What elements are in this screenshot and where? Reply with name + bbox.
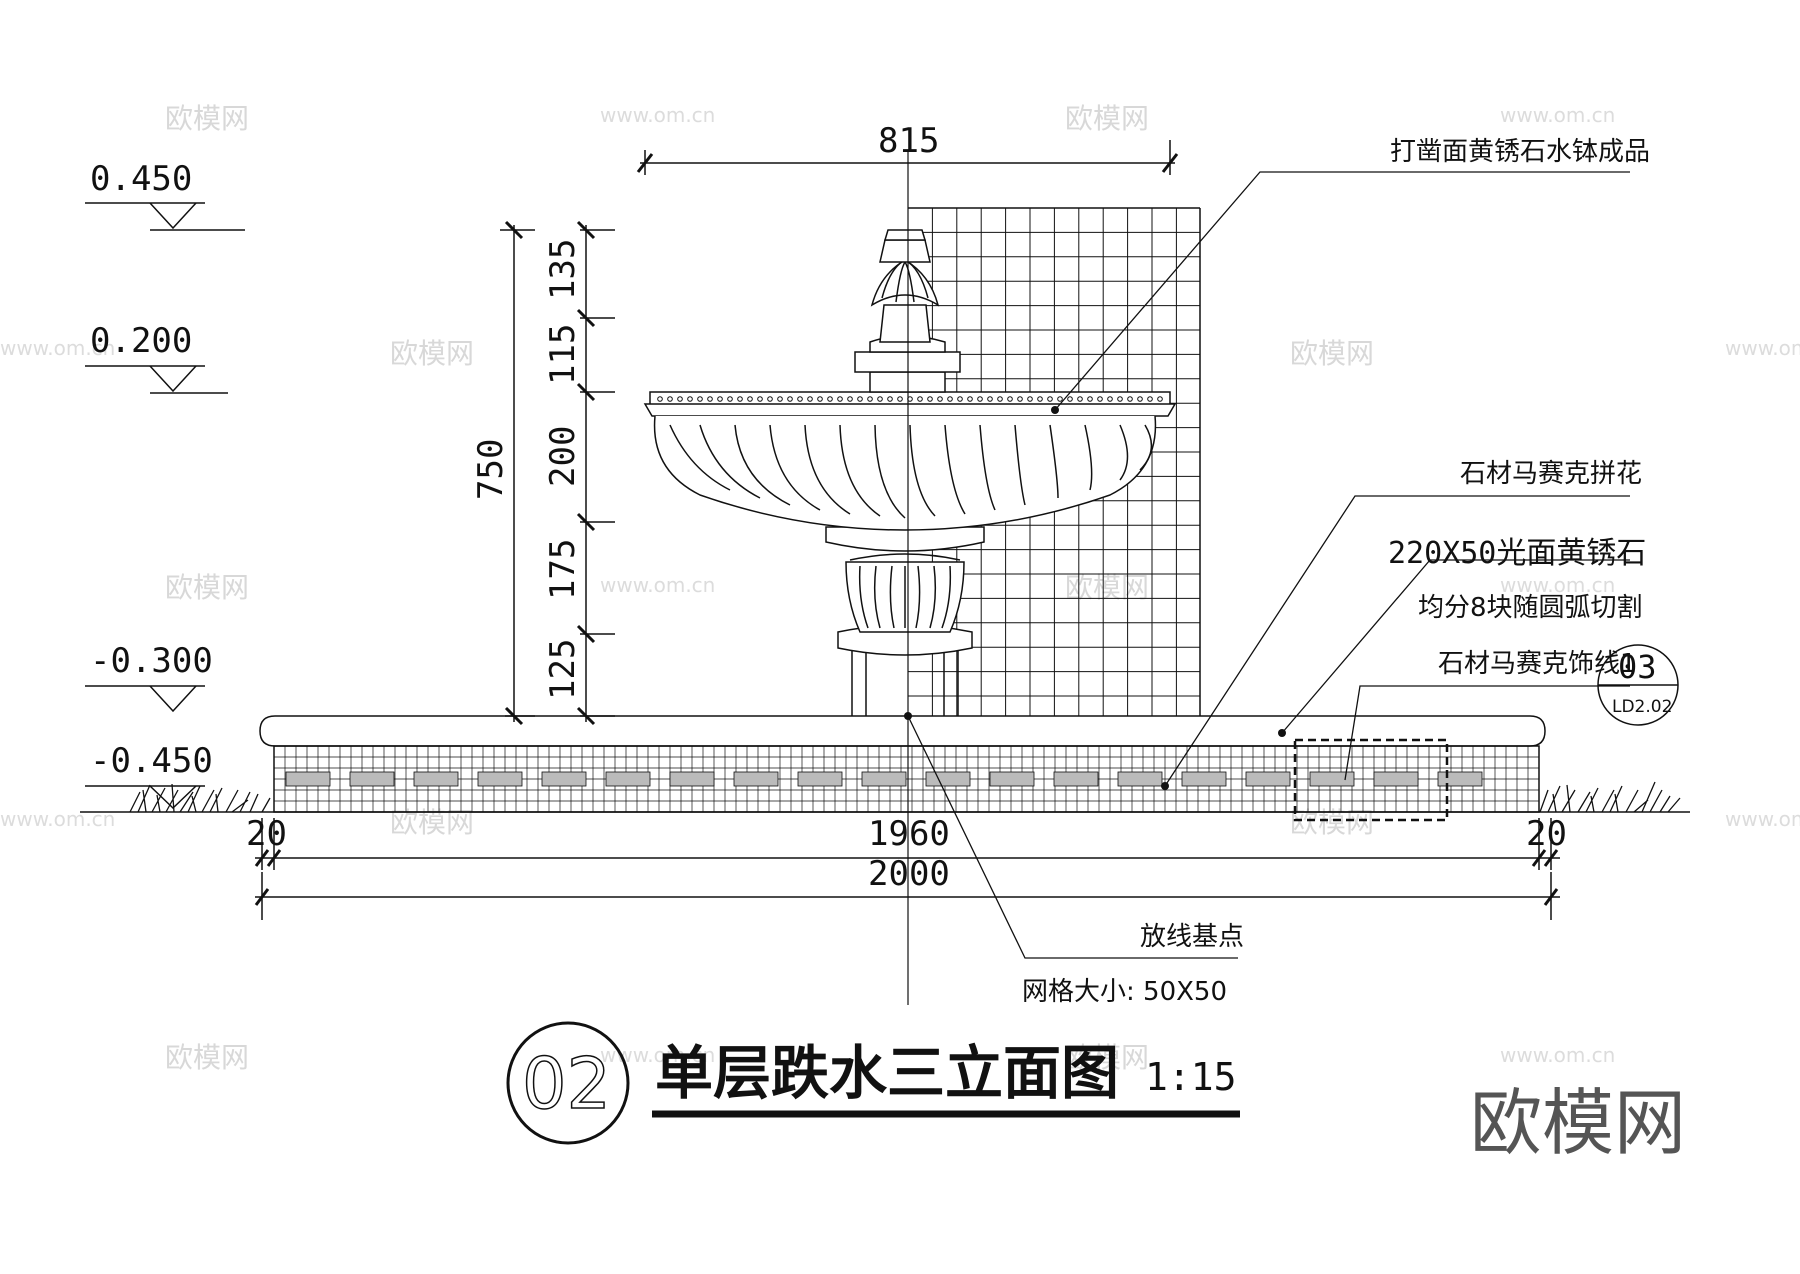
watermark-url: www.om.cn bbox=[1725, 336, 1800, 360]
dim-segment: 175 bbox=[543, 539, 583, 600]
detail-callout-box bbox=[1293, 738, 1449, 822]
level-label: -0.450 bbox=[90, 741, 213, 781]
grass-right bbox=[1539, 781, 1681, 813]
watermark-url: www.om.cn bbox=[600, 573, 715, 597]
title-scale: 1:15 bbox=[1145, 1055, 1237, 1099]
level-marker: -0.300 bbox=[85, 641, 213, 713]
fountain-base bbox=[259, 715, 1546, 822]
detail-number: 03 bbox=[1618, 648, 1657, 686]
dim-total-width: 2000 bbox=[868, 854, 950, 894]
grass-left bbox=[129, 783, 271, 813]
note-bowl: 打凿面黄锈石水钵成品 bbox=[1390, 137, 1650, 167]
fountain-column bbox=[851, 647, 959, 716]
dimensions bbox=[254, 140, 1560, 920]
note-base-point: 放线基点 bbox=[1140, 922, 1244, 952]
title-block: 02 单层跌水三立面图 1:15 bbox=[506, 1021, 1240, 1145]
watermark: 欧模网 bbox=[1290, 806, 1374, 839]
dim-segment: 115 bbox=[543, 324, 583, 385]
watermark: 欧模网 bbox=[1065, 571, 1149, 604]
watermark-url: www.om.cn bbox=[0, 336, 115, 360]
level-marker: 0.200 bbox=[85, 321, 228, 394]
dim-total-height: 750 bbox=[471, 439, 511, 500]
leader-dots bbox=[904, 406, 1286, 790]
watermark: 欧模网 bbox=[1065, 1041, 1149, 1074]
watermark: 欧模网 bbox=[390, 337, 474, 370]
watermark-url: www.om.cn bbox=[600, 103, 715, 127]
dim-segment: 135 bbox=[543, 239, 583, 300]
annotations: 打凿面黄锈石水钵成品 石材马赛克拼花 220X50光面黄锈石 均分8块随圆弧切割… bbox=[1022, 137, 1650, 1007]
watermark: 欧模网 bbox=[1065, 102, 1149, 135]
watermark-url: www.om.cn bbox=[0, 807, 115, 831]
dim-edge-right: 20 bbox=[1526, 814, 1567, 854]
brand-mark: 欧模网 bbox=[1470, 1081, 1686, 1165]
title-text: 单层跌水三立面图 bbox=[655, 1039, 1119, 1107]
note-mosaic-line: 石材马赛克饰线1 bbox=[1438, 649, 1637, 679]
level-label: 0.450 bbox=[90, 159, 192, 199]
mosaic-grid bbox=[273, 745, 1540, 813]
note-mosaic: 石材马赛克拼花 bbox=[1460, 459, 1642, 489]
watermark-url: www.om.cn bbox=[1725, 807, 1800, 831]
watermark: 欧模网 bbox=[390, 806, 474, 839]
dim-segment: 125 bbox=[543, 639, 583, 700]
leaders bbox=[907, 171, 1630, 959]
title-number: 02 bbox=[522, 1043, 611, 1125]
watermark-url: www.om.cn bbox=[600, 1043, 715, 1067]
detail-reference: 03 LD2.02 bbox=[1597, 644, 1679, 726]
detail-sheet: LD2.02 bbox=[1612, 697, 1672, 717]
level-label: 0.200 bbox=[90, 321, 192, 361]
watermark-url: www.om.cn bbox=[1500, 573, 1615, 597]
dim-segment: 200 bbox=[543, 426, 583, 487]
watermark: 欧模网 bbox=[165, 571, 249, 604]
dim-top-width: 815 bbox=[878, 121, 939, 161]
fountain bbox=[643, 229, 1177, 716]
level-markers: 0.450 0.200 -0.300 -0.450 bbox=[85, 159, 245, 810]
note-stone-spec: 220X50光面黄锈石 bbox=[1388, 536, 1646, 571]
watermark: 欧模网 bbox=[165, 1041, 249, 1074]
fountain-bowl bbox=[643, 391, 1177, 531]
watermark-layer: 欧模网 www.om.cn 欧模网 www.om.cn 欧模网 欧模网 www.… bbox=[0, 102, 1800, 1074]
watermark: 欧模网 bbox=[165, 102, 249, 135]
watermark-url: www.om.cn bbox=[1500, 103, 1615, 127]
note-grid-size: 网格大小: 50X50 bbox=[1022, 977, 1227, 1007]
level-marker: -0.450 bbox=[85, 741, 213, 810]
level-label: -0.300 bbox=[90, 641, 213, 681]
watermark-url: www.om.cn bbox=[1500, 1043, 1615, 1067]
dim-base-width: 1960 bbox=[868, 814, 950, 854]
level-marker: 0.450 bbox=[85, 159, 245, 231]
note-stone-cut: 均分8块随圆弧切割 bbox=[1418, 593, 1643, 623]
fountain-pedestal bbox=[825, 526, 985, 656]
dimension-labels: 815 750 135 115 200 175 125 20 1960 20 2… bbox=[246, 121, 1567, 894]
dim-edge-left: 20 bbox=[246, 814, 287, 854]
watermark: 欧模网 bbox=[1290, 337, 1374, 370]
